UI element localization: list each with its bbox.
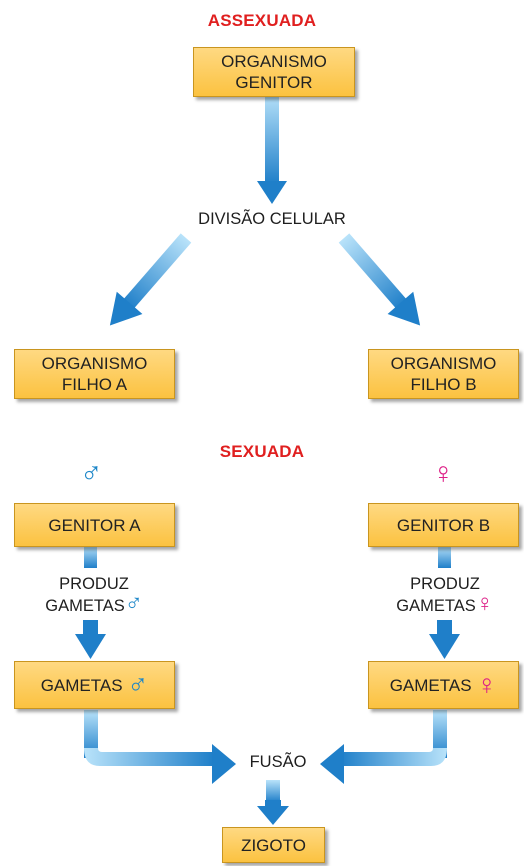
produce-female-gametes-text: GAMETAS (396, 597, 476, 615)
box-gametes-female: GAMETAS ♀ (368, 661, 519, 709)
produce-gametes-female-label: PRODUZ GAMETAS♀ (385, 574, 505, 616)
arrow-genitor-b-to-gametes (429, 546, 460, 659)
cell-division-label: DIVISÃO CELULAR (186, 209, 358, 229)
arrow-parent-to-division (257, 92, 287, 204)
produce-male-line1: PRODUZ (59, 575, 129, 593)
child-b-line1: ORGANISMO (390, 354, 497, 373)
produce-male-line2: GAMETAS♂ (34, 592, 154, 616)
child-a-line1: ORGANISMO (41, 354, 148, 373)
male-symbol-icon: ♂ (124, 590, 143, 617)
male-symbol-icon: ♂ (127, 669, 149, 700)
arrow-fusion-to-zygote (257, 780, 289, 825)
box-genitor-b: GENITOR B (368, 503, 519, 547)
box-parent-organism: ORGANISMO GENITOR (193, 47, 355, 97)
female-symbol-icon: ♀ (432, 457, 455, 490)
box-gametes-male: GAMETAS ♂ (14, 661, 175, 709)
produce-female-line1: PRODUZ (410, 575, 480, 593)
zygote-label: ZIGOTO (241, 835, 306, 855)
box-zygote: ZIGOTO (222, 827, 325, 863)
gametes-female-label: GAMETAS (389, 675, 472, 695)
gametes-female-row: GAMETAS ♀ (389, 669, 498, 700)
female-symbol-icon: ♀ (476, 669, 498, 700)
asexual-title: ASSEXUADA (207, 11, 317, 30)
male-symbol-icon: ♂ (80, 457, 103, 490)
genitor-a-label: GENITOR A (48, 515, 141, 535)
box-child-organism-a: ORGANISMO FILHO A (14, 349, 175, 399)
child-a-line2: FILHO A (61, 375, 128, 394)
arrow-division-to-child-b (338, 233, 421, 326)
box-genitor-a: GENITOR A (14, 503, 175, 547)
arrow-genitor-a-to-gametes (75, 546, 106, 659)
produce-female-line2: GAMETAS♀ (385, 592, 505, 616)
box-child-organism-b: ORGANISMO FILHO B (368, 349, 519, 399)
child-b-line2: FILHO B (410, 375, 477, 394)
female-symbol-icon: ♀ (475, 590, 494, 617)
arrow-gametes-b-to-fusion (320, 710, 447, 784)
gametes-male-row: GAMETAS ♂ (40, 669, 149, 700)
arrow-gametes-a-to-fusion (84, 710, 236, 784)
produce-gametes-male-label: PRODUZ GAMETAS♂ (34, 574, 154, 616)
produce-male-gametes-text: GAMETAS (45, 597, 125, 615)
fusion-label: FUSÃO (236, 752, 320, 772)
parent-organism-line1: ORGANISMO (221, 52, 327, 71)
arrow-division-to-child-a (109, 233, 192, 326)
sexual-title: SEXUADA (219, 442, 305, 461)
parent-organism-line2: GENITOR (235, 73, 313, 92)
gametes-male-label: GAMETAS (40, 675, 123, 695)
genitor-b-label: GENITOR B (396, 515, 491, 535)
